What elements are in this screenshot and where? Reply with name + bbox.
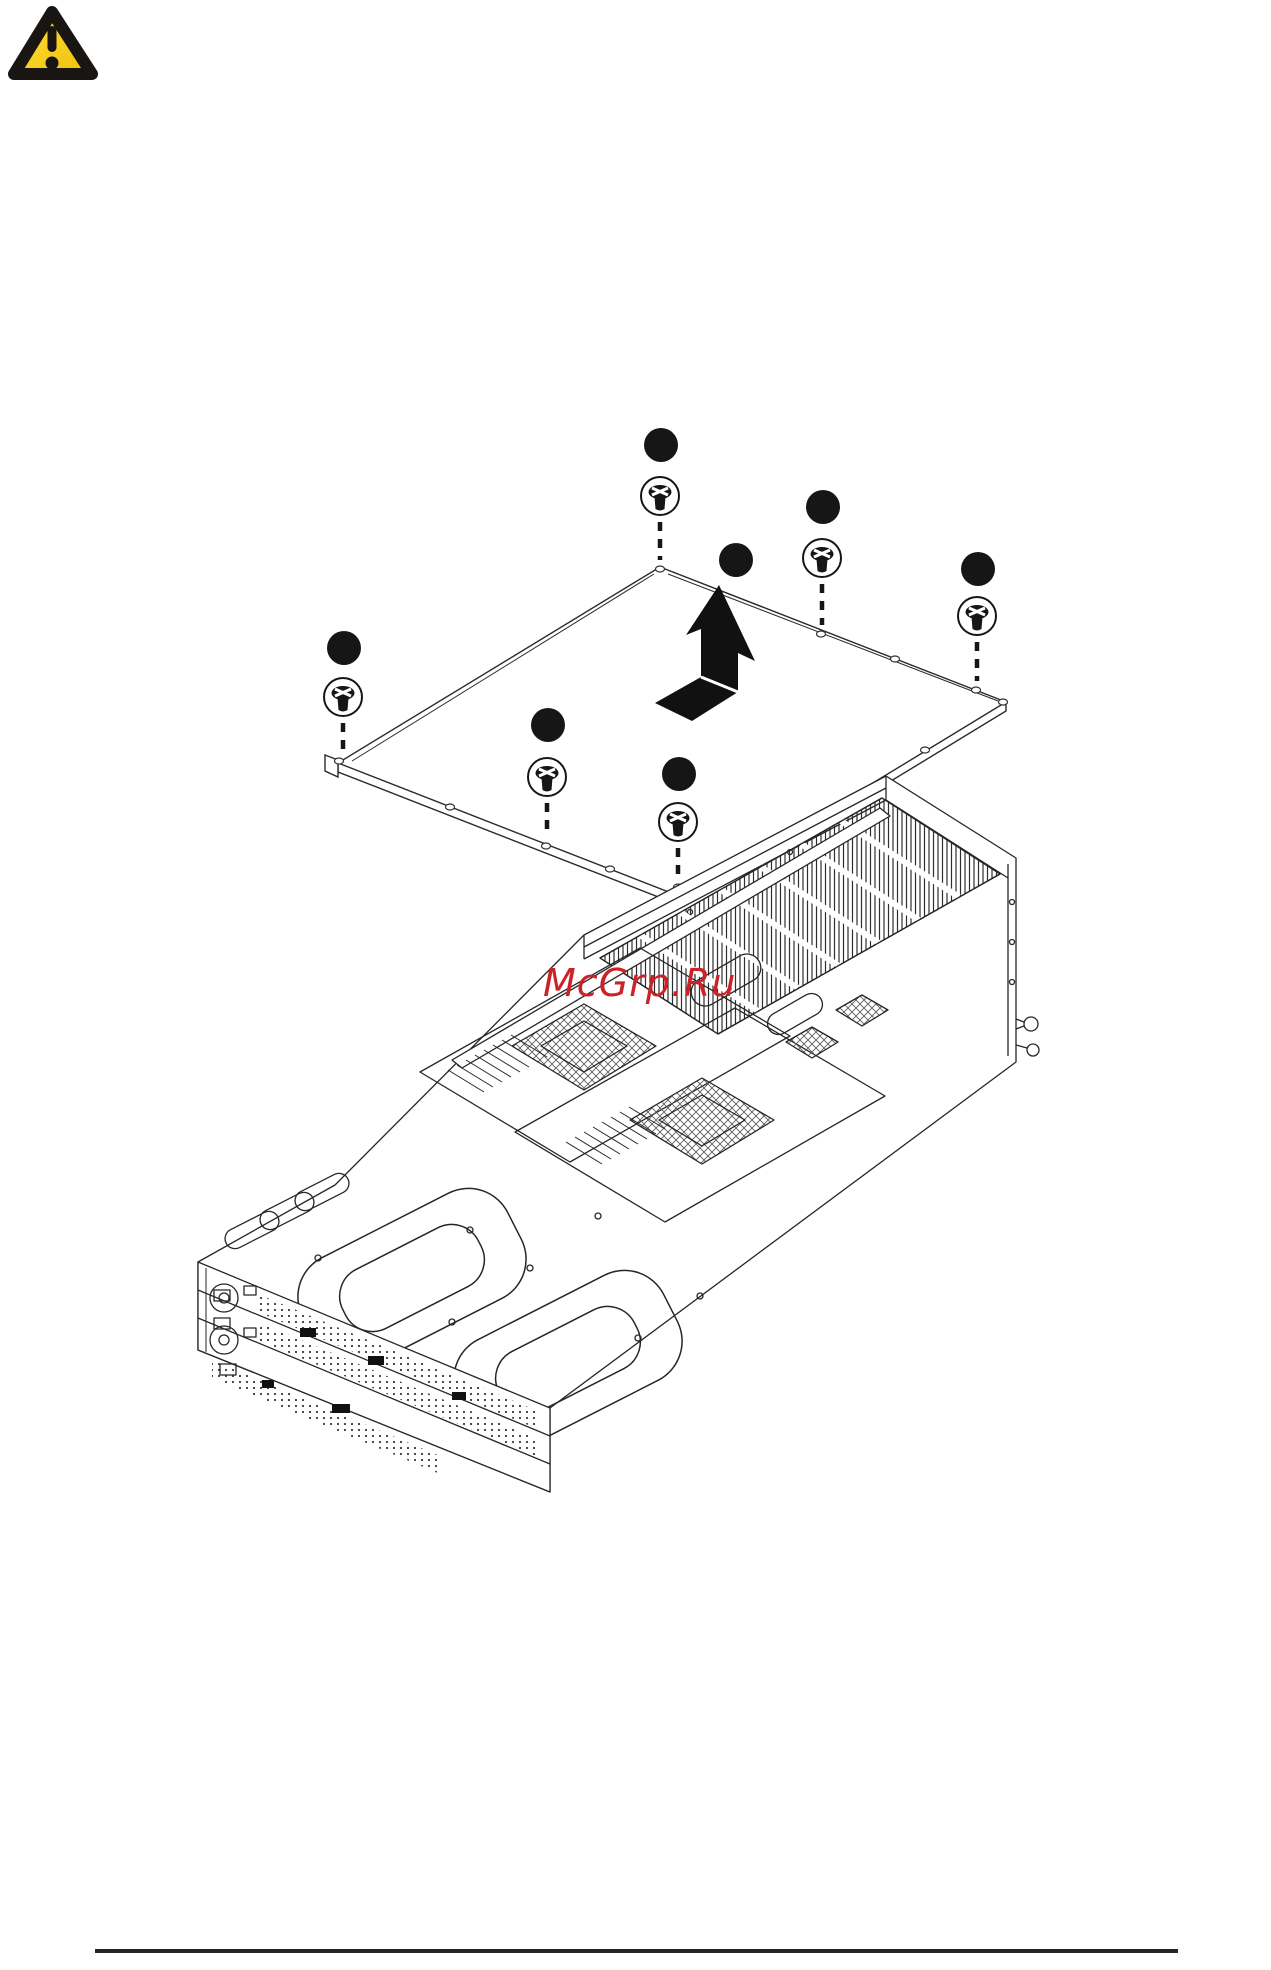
deck-slots: [224, 1172, 350, 1250]
screw-callout: [957, 552, 997, 681]
node-tray-1: [419, 947, 791, 1163]
screw-icon: [323, 677, 363, 717]
thumbscrew-knobs: [1015, 1016, 1040, 1057]
dimm-slots-1: [447, 1034, 548, 1093]
callout-dot: [644, 428, 678, 462]
screw-callouts-layer: [323, 428, 997, 878]
screw-icon: [957, 596, 997, 636]
callout-dot: [719, 543, 753, 577]
screw-icon: [527, 757, 567, 797]
rear-rail: [583, 776, 887, 960]
cpu-heatsink-1: [511, 1003, 657, 1091]
callout-dot: [806, 490, 840, 524]
cover-screw-hole: [604, 865, 616, 873]
callout-dot: [531, 708, 565, 742]
server-chassis: [197, 775, 1040, 1493]
cable-arm-cutouts: [690, 953, 824, 1036]
screw-callout: [527, 708, 567, 837]
watermark-text: McGrp.Ru: [543, 961, 737, 1005]
cover-screw-hole: [540, 842, 552, 850]
dimm-slots-2: [565, 1106, 666, 1165]
cover-screw-hole: [970, 686, 982, 694]
cover-screw-hole: [997, 698, 1009, 706]
vent-grills: [212, 1294, 540, 1474]
cover-screw-hole: [889, 655, 901, 663]
screw-callout: [658, 757, 698, 878]
cover-screw-hole: [654, 565, 666, 573]
cpu-heatsink-2: [629, 1077, 775, 1165]
node-tray-2: [514, 1007, 886, 1223]
psu-fans: [209, 1283, 257, 1355]
screw-icon: [640, 476, 680, 516]
cover-screw-hole: [444, 803, 456, 811]
cover-screw-hole: [919, 746, 931, 754]
callout-dot: [327, 631, 361, 665]
exclamation-bar: [47, 26, 57, 52]
vrm-heatsink-2: [835, 994, 889, 1027]
cover-screw-hole: [815, 630, 827, 638]
footer-rule: [95, 1949, 1178, 1953]
callout-dot: [662, 757, 696, 791]
sled-handles: [213, 1289, 237, 1376]
lift-arrow: [655, 585, 755, 721]
io-connectors: [262, 1328, 466, 1413]
screw-callout: [323, 631, 363, 752]
screw-icon: [658, 802, 698, 842]
callout-dot: [961, 552, 995, 586]
vrm-heatsink-1: [785, 1026, 839, 1059]
warning-triangle-icon: [8, 6, 98, 80]
screw-callout: [640, 428, 680, 560]
cover-screw-hole: [333, 757, 345, 765]
screw-icon: [802, 538, 842, 578]
exclamation-dot: [45, 56, 59, 70]
support-beam: [451, 807, 891, 1069]
arrow-bend-crease: [700, 675, 739, 694]
screw-callout: [802, 490, 842, 625]
